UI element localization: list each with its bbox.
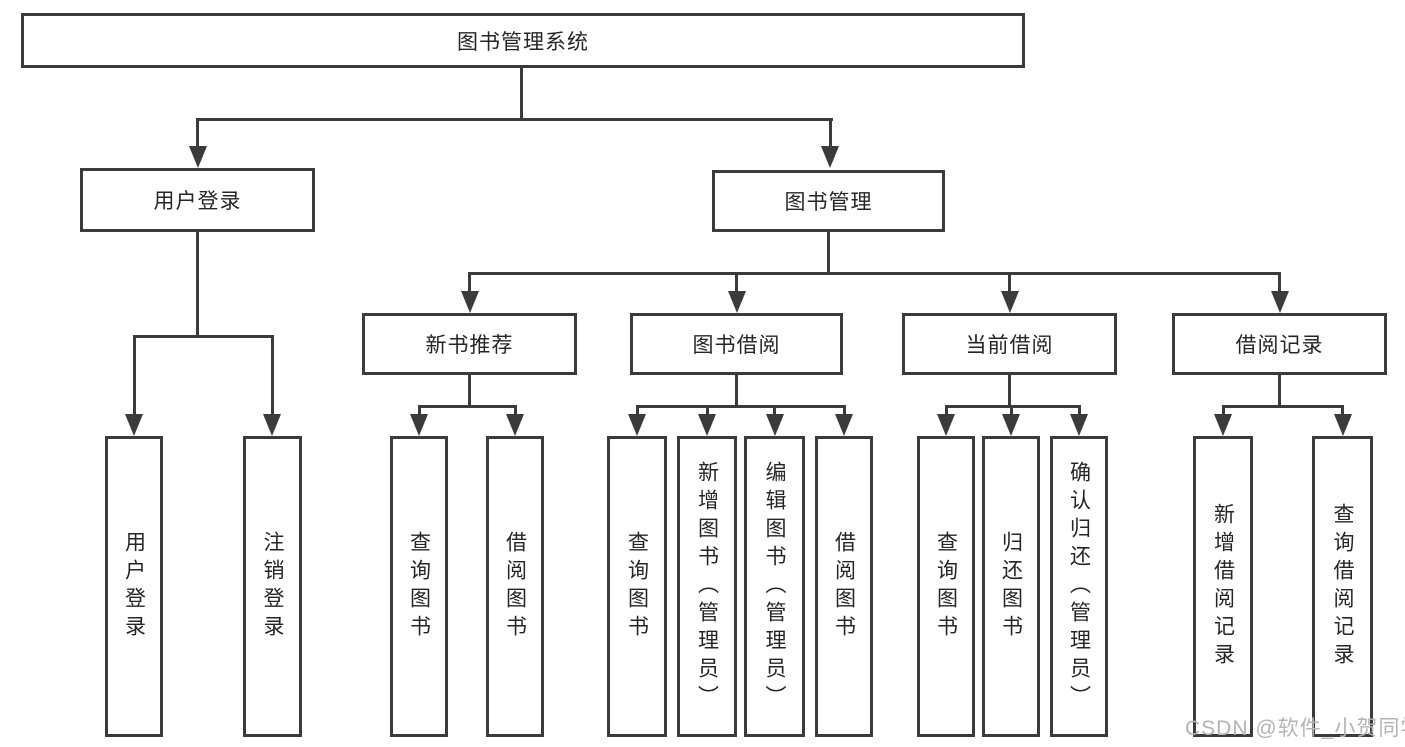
connector-line [829, 118, 832, 150]
connector-line [418, 405, 421, 418]
connector-line [196, 118, 199, 150]
arrow-down-icon [937, 414, 955, 436]
leaf-label: 查询图书 [934, 530, 958, 643]
connector-line [1010, 405, 1013, 418]
arrow-down-icon [125, 414, 143, 436]
arrow-down-icon [461, 291, 479, 313]
connector-line [418, 405, 517, 408]
connector-line [843, 405, 846, 418]
arrow-down-icon [1271, 291, 1289, 313]
arrow-down-icon [263, 414, 281, 436]
connector-line [1222, 405, 1225, 418]
leaf-label: 确认归还（管理员） [1067, 460, 1091, 713]
node-root-system: 图书管理系统 [21, 13, 1025, 68]
node-book-borrow: 图书借阅 [630, 313, 843, 375]
leaf-confirm-return-admin: 确认归还（管理员） [1050, 436, 1108, 737]
connector-line [133, 335, 274, 338]
connector-line [271, 335, 274, 416]
leaf-edit-books-admin: 编辑图书（管理员） [744, 436, 805, 737]
leaf-label: 用户登录 [122, 530, 146, 643]
leaf-label: 查询图书 [407, 530, 431, 643]
leaf-borrow-books-newrec: 借阅图书 [486, 436, 544, 737]
leaf-query-books-current: 查询图书 [917, 436, 975, 737]
leaf-query-books-borrow: 查询图书 [607, 436, 667, 737]
leaf-label: 借阅图书 [832, 530, 856, 643]
node-borrow-records: 借阅记录 [1172, 313, 1387, 375]
leaf-borrow-books: 借阅图书 [815, 436, 873, 737]
leaf-label: 借阅图书 [503, 530, 527, 643]
connector-line [945, 405, 1081, 408]
arrow-down-icon [628, 414, 646, 436]
connector-line [1278, 272, 1281, 293]
connector-line [735, 272, 738, 293]
arrow-down-icon [1002, 414, 1020, 436]
connector-line [1008, 272, 1011, 293]
arrow-down-icon [766, 414, 784, 436]
connector-line [514, 405, 517, 418]
leaf-label: 新增借阅记录 [1211, 502, 1235, 671]
arrow-down-icon [728, 291, 746, 313]
connector-line [735, 375, 738, 405]
csdn-watermark: CSDN @软件_小贺同学 [1185, 717, 1405, 740]
arrow-down-icon [821, 146, 839, 168]
node-book-management: 图书管理 [712, 170, 945, 232]
leaf-label: 注销登录 [261, 530, 284, 643]
leaf-add-borrow-record: 新增借阅记录 [1193, 436, 1253, 737]
connector-line [196, 232, 199, 335]
leaf-label: 归还图书 [999, 530, 1023, 643]
connector-line [520, 68, 523, 118]
connector-line [1278, 375, 1281, 405]
arrow-down-icon [506, 414, 524, 436]
leaf-logout: 注销登录 [243, 436, 302, 737]
leaf-label: 新增图书（管理员） [695, 460, 719, 713]
arrow-down-icon [835, 414, 853, 436]
leaf-label: 查询图书 [625, 530, 649, 643]
connector-line [827, 232, 830, 272]
connector-line [773, 405, 776, 418]
connector-line [133, 335, 136, 416]
arrow-down-icon [1070, 414, 1088, 436]
arrow-down-icon [1334, 414, 1352, 436]
node-current-borrow: 当前借阅 [902, 313, 1117, 375]
leaf-add-books-admin: 新增图书（管理员） [677, 436, 737, 737]
arrow-down-icon [1214, 414, 1232, 436]
connector-line [468, 272, 1281, 275]
leaf-query-borrow-record: 查询借阅记录 [1312, 436, 1373, 737]
arrow-down-icon [189, 146, 207, 168]
connector-line [1008, 375, 1011, 405]
connector-line [196, 118, 833, 121]
arrow-down-icon [698, 414, 716, 436]
arrow-down-icon [410, 414, 428, 436]
connector-line [945, 405, 948, 418]
node-user-login: 用户登录 [80, 168, 315, 232]
leaf-query-books-newrec: 查询图书 [390, 436, 448, 737]
connector-line [1341, 405, 1344, 418]
connector-line [468, 272, 471, 293]
connector-line [636, 405, 639, 418]
leaf-user-login: 用户登录 [105, 436, 163, 737]
connector-line [468, 375, 471, 405]
node-new-book-recommend: 新书推荐 [362, 313, 577, 375]
leaf-label: 编辑图书（管理员） [763, 460, 786, 713]
connector-line [636, 405, 845, 408]
connector-line [1078, 405, 1081, 418]
connector-line [1222, 405, 1344, 408]
arrow-down-icon [1001, 291, 1019, 313]
leaf-return-books: 归还图书 [982, 436, 1040, 737]
leaf-label: 查询借阅记录 [1331, 502, 1354, 671]
connector-line [706, 405, 709, 418]
